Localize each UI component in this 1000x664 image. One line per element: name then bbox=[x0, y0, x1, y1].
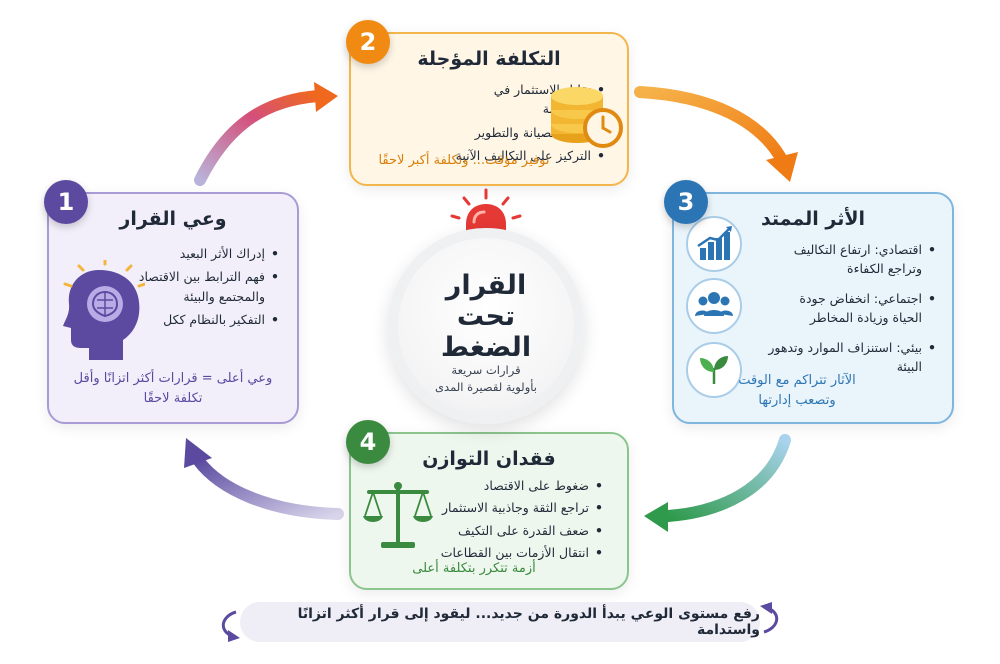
card-loss-of-balance: فقدان التوازن ضغوط على الاقتصاد تراجع ال… bbox=[349, 432, 629, 590]
center-subtitle-line: بأولوية لقصيرة المدى bbox=[435, 379, 537, 394]
step-badge-4: 4 bbox=[346, 420, 390, 464]
center-subtitle-line: قرارات سريعة bbox=[451, 363, 521, 377]
footer-banner: رفع مستوى الوعي يبدأ الدورة من جديد... ل… bbox=[240, 602, 760, 642]
center-subtitle: قرارات سريعة بأولوية لقصيرة المدى bbox=[388, 362, 584, 395]
card-title: الأثر الممتد bbox=[760, 208, 866, 230]
card-extended-impact: الأثر الممتد اقتصادي: ارتفاع التكاليف وت… bbox=[672, 192, 954, 424]
bullet: تراجع الثقة وجاذبية الاستثمار bbox=[428, 498, 603, 518]
bullet: بيئي: استنزاف الموارد وتدهور البيئة bbox=[768, 338, 936, 377]
arrow-2-to-3 bbox=[634, 86, 788, 166]
card-bullets: اقتصادي: ارتفاع التكاليف وتراجع الكفاءة … bbox=[768, 240, 936, 386]
head-brain-icon bbox=[59, 258, 147, 368]
bullet: التفكير بالنظام ككل bbox=[129, 310, 279, 330]
bullet: انتقال الأزمات بين القطاعات bbox=[428, 543, 603, 563]
footer-text: رفع مستوى الوعي يبدأ الدورة من جديد... ل… bbox=[297, 606, 760, 638]
bullet: التركيز على التكاليف الآنية bbox=[445, 146, 605, 166]
bullet: ضغوط على الاقتصاد bbox=[428, 476, 603, 496]
arrow-2-to-3-head bbox=[766, 152, 798, 182]
card-decision-awareness: وعي القرار إدراك الأثر البعيد فهم التراب… bbox=[47, 192, 299, 424]
bullet: فهم الترابط بين الاقتصاد والمجتمع والبيئ… bbox=[129, 267, 279, 306]
step-badge-2: 2 bbox=[346, 20, 390, 64]
card-footer: وعي أعلى = قرارات أكثر اتزانًا وأقل تكلف… bbox=[73, 371, 273, 406]
arrow-1-to-2-head bbox=[314, 82, 338, 112]
scales-icon bbox=[361, 476, 435, 558]
people-icon bbox=[686, 278, 742, 338]
step-badge-1: 1 bbox=[44, 180, 88, 224]
card-title: التكلفة المؤجلة bbox=[417, 48, 561, 70]
card-footer: أزمة تتكرر بتكلفة أعلى bbox=[412, 560, 536, 576]
card-bullets: ضغوط على الاقتصاد تراجع الثقة وجاذبية ال… bbox=[428, 476, 603, 566]
arrow-3-to-4 bbox=[662, 434, 791, 522]
arrow-4-to-1-head bbox=[184, 438, 212, 468]
chart-up-icon bbox=[686, 216, 742, 276]
bullet: اجتماعي: انخفاض جودة الحياة وزيادة المخا… bbox=[768, 289, 936, 328]
bullet: إدراك الأثر البعيد bbox=[129, 244, 279, 264]
card-title: وعي القرار bbox=[119, 208, 227, 230]
bullet: اقتصادي: ارتفاع التكاليف وتراجع الكفاءة bbox=[768, 240, 936, 279]
step-badge-3: 3 bbox=[664, 180, 708, 224]
center-title-line: الضغط bbox=[440, 332, 532, 364]
coins-clock-icon bbox=[547, 74, 623, 156]
card-bullets: إدراك الأثر البعيد فهم الترابط بين الاقت… bbox=[129, 244, 279, 334]
arrow-1-to-2 bbox=[194, 90, 324, 186]
center-circle bbox=[388, 228, 584, 424]
arrow-4-to-1 bbox=[192, 454, 344, 520]
card-footer: الآثار تتراكم مع الوقت وتصعب إدارتها bbox=[738, 373, 856, 408]
bullet: ضعف القدرة على التكيف bbox=[428, 521, 603, 541]
center-title-line: تحت bbox=[456, 301, 516, 333]
card-title: فقدان التوازن bbox=[422, 448, 556, 470]
leaf-icon bbox=[686, 342, 742, 402]
card-footer: توفير مؤقت... وتكلفة أكبر لاحقًا bbox=[378, 152, 550, 168]
center-title: القرار تحت الضغط bbox=[388, 270, 584, 363]
arrow-3-to-4-head bbox=[644, 502, 668, 532]
card-deferred-cost: التكلفة المؤجلة تقليل الاستثمار في الاست… bbox=[349, 32, 629, 186]
center-title-line: القرار bbox=[445, 270, 527, 301]
